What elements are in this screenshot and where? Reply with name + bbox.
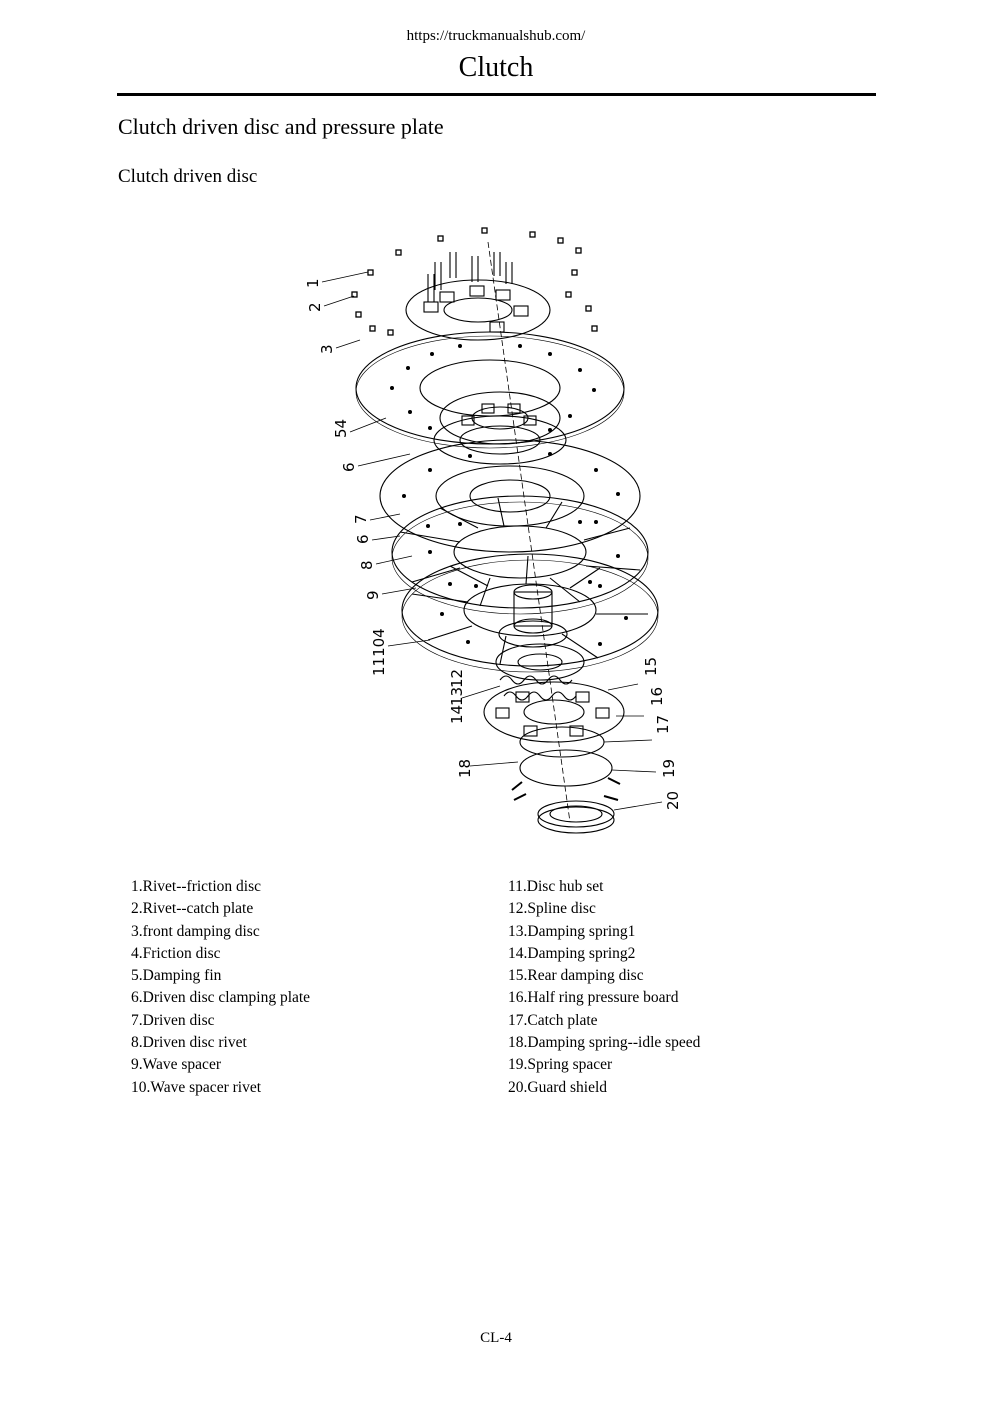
callout-2: 2 [306, 302, 324, 312]
legend-item: 9.Wave spacer [131, 1056, 221, 1074]
rivet-heads [351, 227, 598, 336]
callout-6b: 6 [354, 534, 372, 544]
legend-item: 20.Guard shield [508, 1078, 608, 1096]
disc-holes [390, 344, 628, 646]
callout-8: 8 [358, 560, 376, 570]
legend-item: 12.Spline disc [508, 900, 596, 918]
callout-19: 19 [660, 759, 678, 778]
callout-13: 13 [448, 687, 466, 706]
legend-item: 6.Driven disc clamping plate [131, 989, 311, 1007]
legend-item: 7.Driven disc [131, 1011, 215, 1029]
section-title: Clutch driven disc and pressure plate [118, 114, 444, 139]
callout-14: 14 [448, 705, 466, 724]
callout-20: 20 [664, 791, 682, 810]
legend-item: 13.Damping spring1 [508, 922, 636, 940]
callout-16: 16 [648, 687, 666, 706]
leader-lines [321, 271, 663, 811]
page-number: CL-4 [480, 1330, 512, 1346]
header-rule [117, 93, 876, 96]
callout-9: 9 [364, 590, 382, 600]
subsection-title: Clutch driven disc [118, 166, 258, 187]
callout-15: 15 [642, 657, 660, 676]
callout-1: 1 [304, 278, 322, 288]
legend-item: 17.Catch plate [508, 1011, 598, 1029]
callout-54: 54 [332, 419, 350, 438]
legend-item: 8.Driven disc rivet [131, 1034, 247, 1052]
legend-right-column: 11.Disc hub set 12.Spline disc 13.Dampin… [508, 876, 700, 1099]
callout-12: 12 [448, 669, 466, 688]
callout-7: 7 [352, 514, 370, 524]
legend-item: 19.Spring spacer [508, 1056, 613, 1074]
clutch-disc-exploded-drawing: 1 2 3 54 6 7 6 8 9 11104 14 13 12 15 16 … [304, 227, 682, 834]
callout-6a: 6 [340, 462, 358, 472]
legend-item: 1.Rivet--friction disc [131, 878, 261, 895]
legend-item: 2.Rivet--catch plate [131, 900, 254, 918]
callout-18: 18 [456, 759, 474, 778]
callout-17: 17 [654, 715, 672, 734]
rivets-group [427, 252, 513, 302]
callout-11104: 11104 [370, 628, 388, 676]
legend-item: 15.Rear damping disc [508, 967, 644, 985]
legend-item: 10.Wave spacer rivet [131, 1078, 262, 1096]
legend-item: 14.Damping spring2 [508, 944, 636, 962]
legend-left-column: 1.Rivet--friction disc 2.Rivet--catch pl… [131, 876, 310, 1099]
legend-item: 18.Damping spring--idle speed [508, 1034, 701, 1052]
legend-item: 4.Friction disc [131, 944, 221, 962]
source-url: https://truckmanualshub.com/ [406, 28, 586, 44]
legend-item: 5.Damping fin [131, 967, 222, 985]
legend-item: 3.front damping disc [131, 922, 260, 940]
legend-item: 11.Disc hub set [508, 878, 604, 895]
legend-item: 16.Half ring pressure board [508, 989, 679, 1007]
exploded-view-diagram: 1 2 3 54 6 7 6 8 9 11104 14 13 12 15 16 … [300, 222, 700, 842]
chapter-title: Clutch [458, 52, 534, 83]
callout-3: 3 [318, 344, 336, 354]
